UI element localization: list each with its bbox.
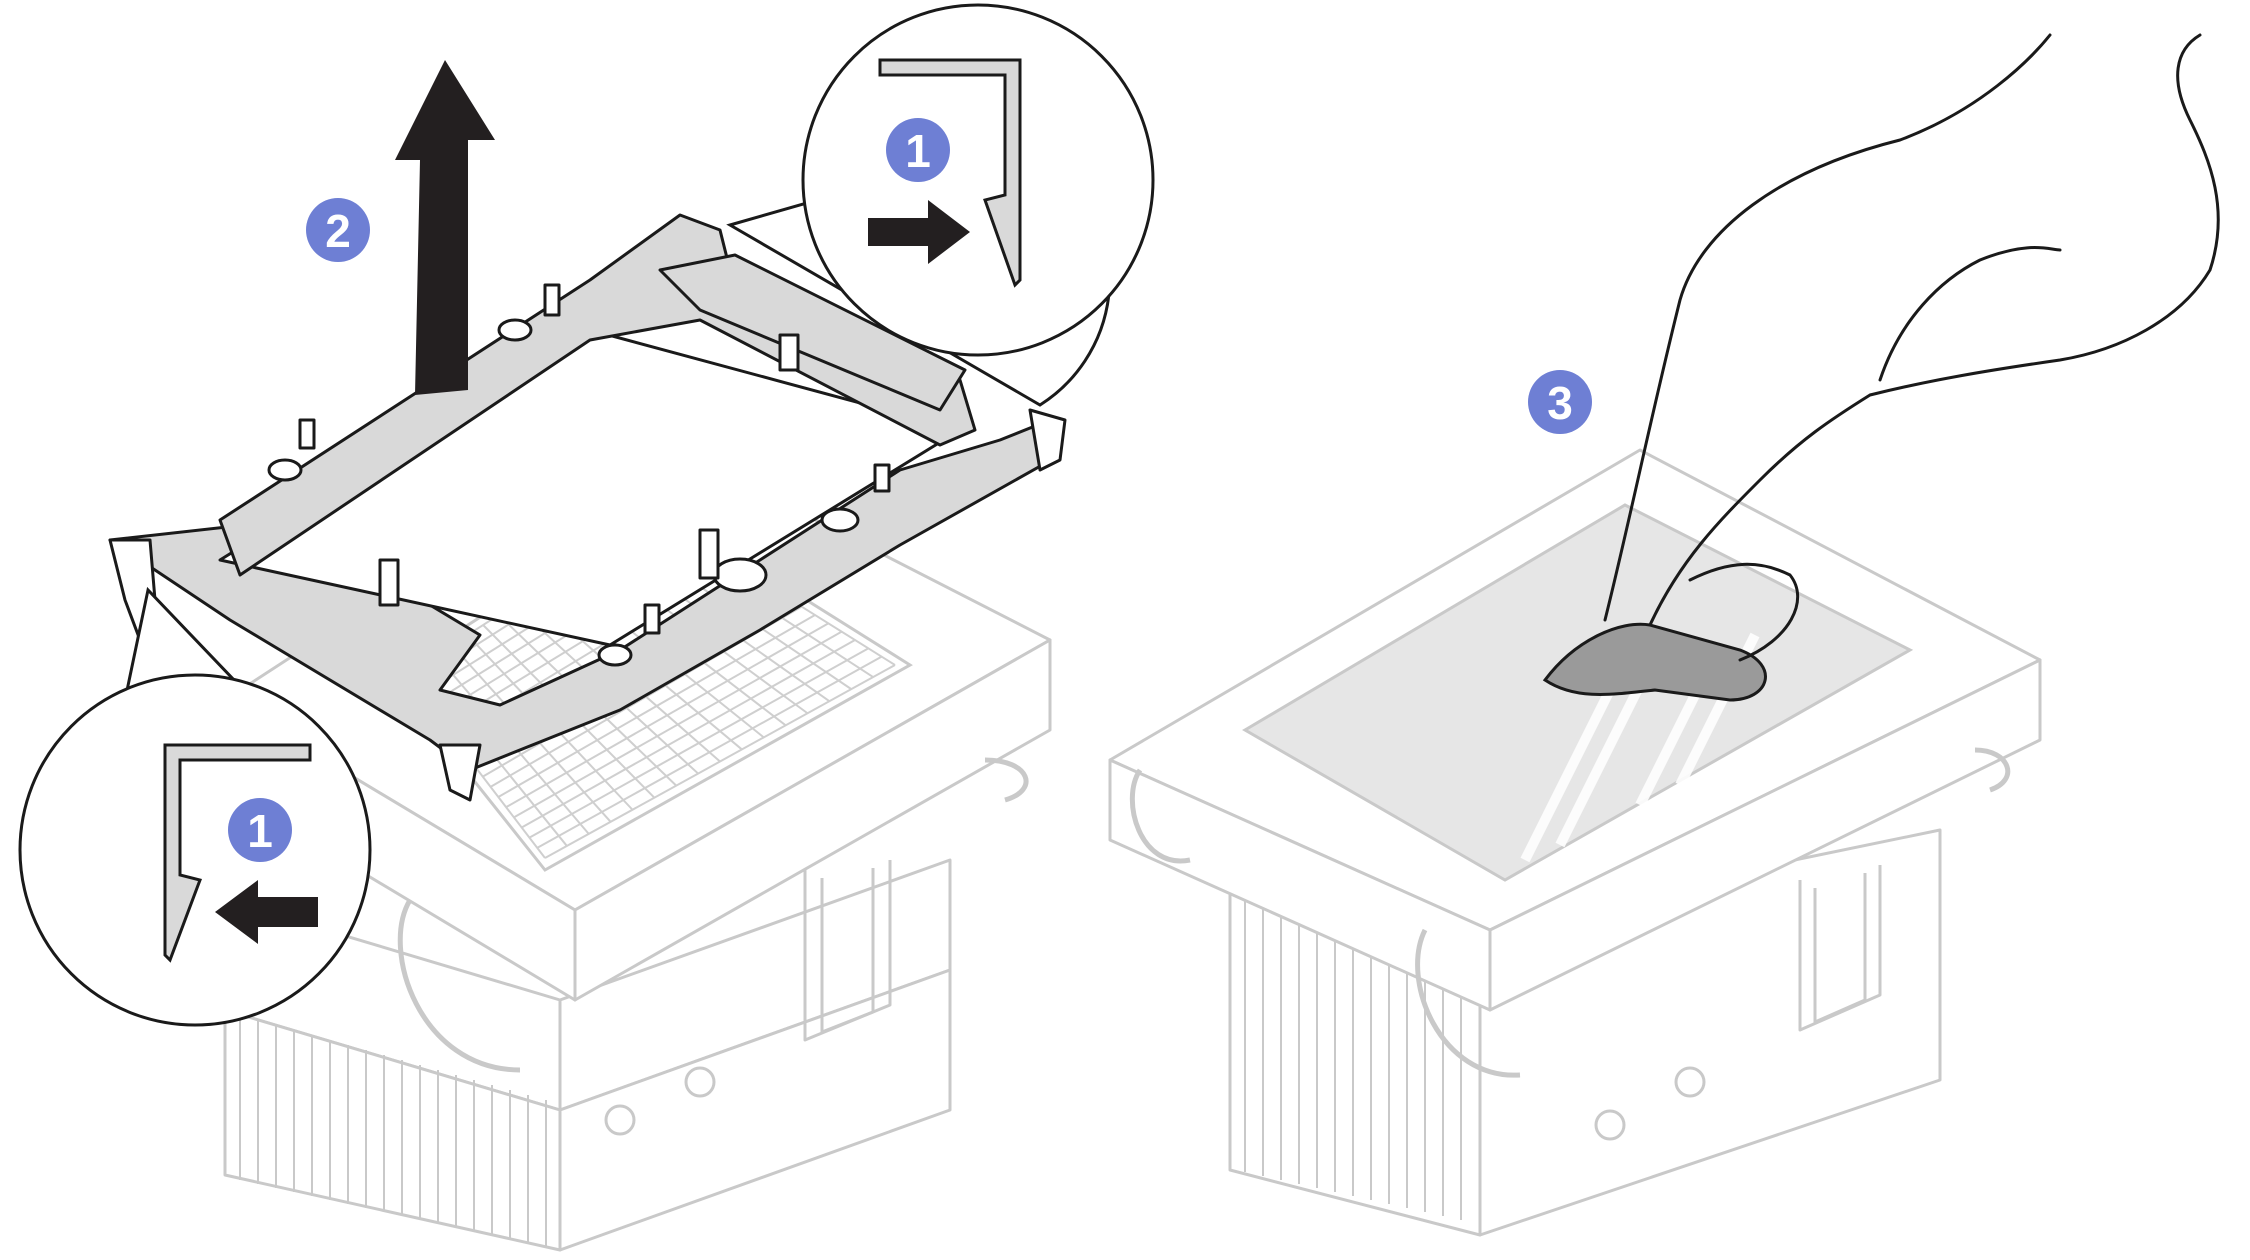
hand-icon (1542, 33, 2220, 702)
step-2-badge: 2 (306, 198, 370, 262)
step-1-badge: 1 (886, 118, 950, 182)
heatsink-fins-left (239, 1015, 547, 1248)
arrow-up-icon (395, 60, 495, 395)
step-1-number: 1 (905, 125, 931, 177)
step-1-badge-bottom: 1 (228, 798, 292, 862)
arrow-right-icon (868, 200, 970, 264)
step-3-badge: 3 (1528, 370, 1592, 434)
step-3-number: 3 (1547, 377, 1573, 429)
arrow-left-icon (215, 880, 318, 944)
callout-bottom-latch (18, 586, 372, 1027)
step-2-number: 2 (325, 205, 351, 257)
processor-carrier (108, 213, 1067, 802)
step-1-number-bottom: 1 (247, 805, 273, 857)
callout-top-latch (726, 3, 1155, 407)
